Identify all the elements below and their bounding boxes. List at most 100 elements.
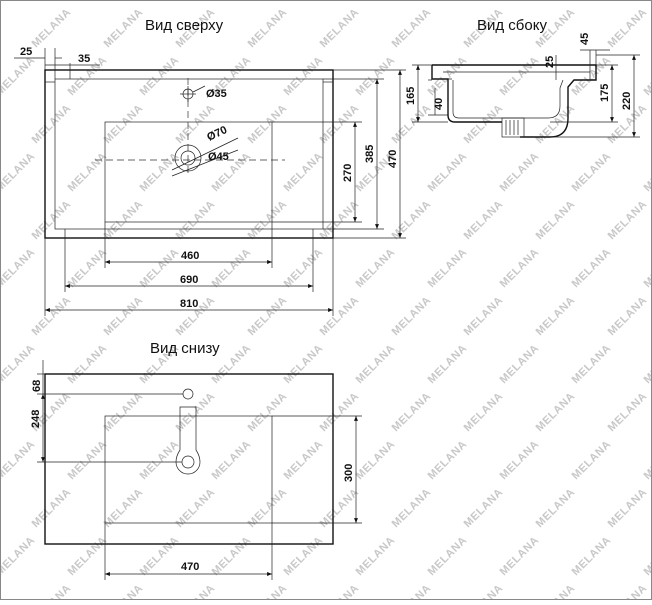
watermark-text: MELANA (282, 342, 326, 386)
dim-side-40: 40 (433, 98, 445, 110)
watermark-text: MELANA (210, 438, 254, 482)
watermark-text: MELANA (102, 390, 146, 434)
bottom-drain-hole (181, 455, 195, 469)
dim-side-220: 220 (621, 92, 633, 110)
watermark-text: MELANA (426, 150, 470, 194)
dim-overall-width: 810 (180, 298, 198, 310)
watermark-text: MELANA (0, 342, 38, 386)
watermark-text: MELANA (498, 54, 542, 98)
watermark-text: MELANA (462, 294, 506, 338)
watermark-text: MELANA (354, 438, 398, 482)
watermark-text: MELANA (426, 342, 470, 386)
watermark-text: MELANA (102, 102, 146, 146)
bottom-outer-outline (44, 373, 334, 545)
watermark-text: MELANA (138, 534, 182, 578)
watermark-text: MELANA (30, 6, 74, 50)
watermark-text: MELANA (354, 54, 398, 98)
dim-inner-depth: 385 (364, 145, 376, 163)
dim-bottom-470: 470 (181, 561, 199, 573)
watermark-text: MELANA (534, 102, 578, 146)
dim-drain-inner: Ø45 (208, 151, 229, 163)
dim-rim-35: 35 (78, 53, 90, 65)
watermark-text: MELANA (606, 294, 650, 338)
watermark-text: MELANA (318, 6, 362, 50)
watermark-text: MELANA (66, 150, 110, 194)
watermark-text: MELANA (462, 390, 506, 434)
side-drain (501, 117, 525, 138)
dim-side-45: 45 (579, 33, 591, 45)
watermark-text: MELANA (102, 198, 146, 242)
drain-inner (180, 150, 196, 166)
watermark-text: MELANA (282, 438, 326, 482)
watermark-text: MELANA (210, 246, 254, 290)
watermark-text: MELANA (246, 390, 290, 434)
bottom-tap-hole (182, 388, 194, 400)
watermark-text: MELANA (606, 486, 650, 530)
watermark-text: MELANA (498, 150, 542, 194)
side-basin-front (431, 65, 502, 123)
watermark-text: MELANA (0, 54, 38, 98)
watermark-text: MELANA (462, 582, 506, 600)
watermark-text: MELANA (66, 438, 110, 482)
watermark-text: MELANA (318, 582, 362, 600)
watermark-text: MELANA (102, 582, 146, 600)
watermark-text: MELANA (102, 486, 146, 530)
drain-outer (174, 144, 202, 172)
watermark-text: MELANA (570, 534, 614, 578)
dim-side-25: 25 (544, 56, 556, 68)
dim-side-165: 165 (405, 87, 417, 105)
watermark-text: MELANA (30, 294, 74, 338)
watermark-text: MELANA (210, 534, 254, 578)
watermark-text: MELANA (534, 582, 578, 600)
watermark-text: MELANA (426, 438, 470, 482)
watermark-text: MELANA (246, 486, 290, 530)
watermark-text: MELANA (390, 198, 434, 242)
watermark-text: MELANA (0, 534, 38, 578)
watermark-text: MELANA (30, 486, 74, 530)
watermark-text: MELANA (66, 342, 110, 386)
watermark-text: MELANA (0, 246, 38, 290)
side-view-title: Вид сбоку (477, 17, 547, 34)
watermark-text: MELANA (390, 486, 434, 530)
watermark-text: MELANA (390, 390, 434, 434)
watermark-text: MELANA (282, 246, 326, 290)
watermark-text: MELANA (246, 6, 290, 50)
watermark-text: MELANA (354, 534, 398, 578)
dim-inner-width: 690 (180, 274, 198, 286)
dim-bottom-68: 68 (31, 380, 43, 392)
watermark-text: MELANA (426, 246, 470, 290)
watermark-text: MELANA (354, 342, 398, 386)
watermark-text: MELANA (318, 294, 362, 338)
dim-overall-depth: 470 (387, 150, 399, 168)
watermark-text: MELANA (642, 246, 652, 290)
watermark-text: MELANA (642, 438, 652, 482)
watermark-text: MELANA (462, 198, 506, 242)
watermark-text: MELANA (30, 102, 74, 146)
watermark-text: MELANA (462, 486, 506, 530)
top-rim-outline (54, 78, 324, 230)
watermark-text: MELANA (498, 534, 542, 578)
drain-leader (171, 149, 239, 177)
dim-drain-outer: Ø70 (205, 124, 229, 144)
watermark-text: MELANA (498, 438, 542, 482)
watermark-text: MELANA (282, 150, 326, 194)
side-view: Вид сбоку 45 25 165 40 (405, 17, 640, 138)
watermark-text: MELANA (66, 246, 110, 290)
dim-rim-25: 25 (20, 46, 32, 58)
top-bowl-outline (104, 121, 273, 223)
watermark-text: MELANA (246, 582, 290, 600)
dim-bottom-248: 248 (30, 410, 42, 428)
watermark-text: MELANA (30, 582, 74, 600)
watermark-text: MELANA (534, 390, 578, 434)
watermark-text: MELANA (426, 534, 470, 578)
watermark-text: MELANA (282, 534, 326, 578)
dim-side-175: 175 (599, 84, 611, 102)
watermark-text: MELANA (642, 54, 652, 98)
watermark-text: MELANA (282, 54, 326, 98)
watermark-text: MELANA (318, 486, 362, 530)
watermark-text: MELANA (174, 198, 218, 242)
watermark-text: MELANA (246, 102, 290, 146)
